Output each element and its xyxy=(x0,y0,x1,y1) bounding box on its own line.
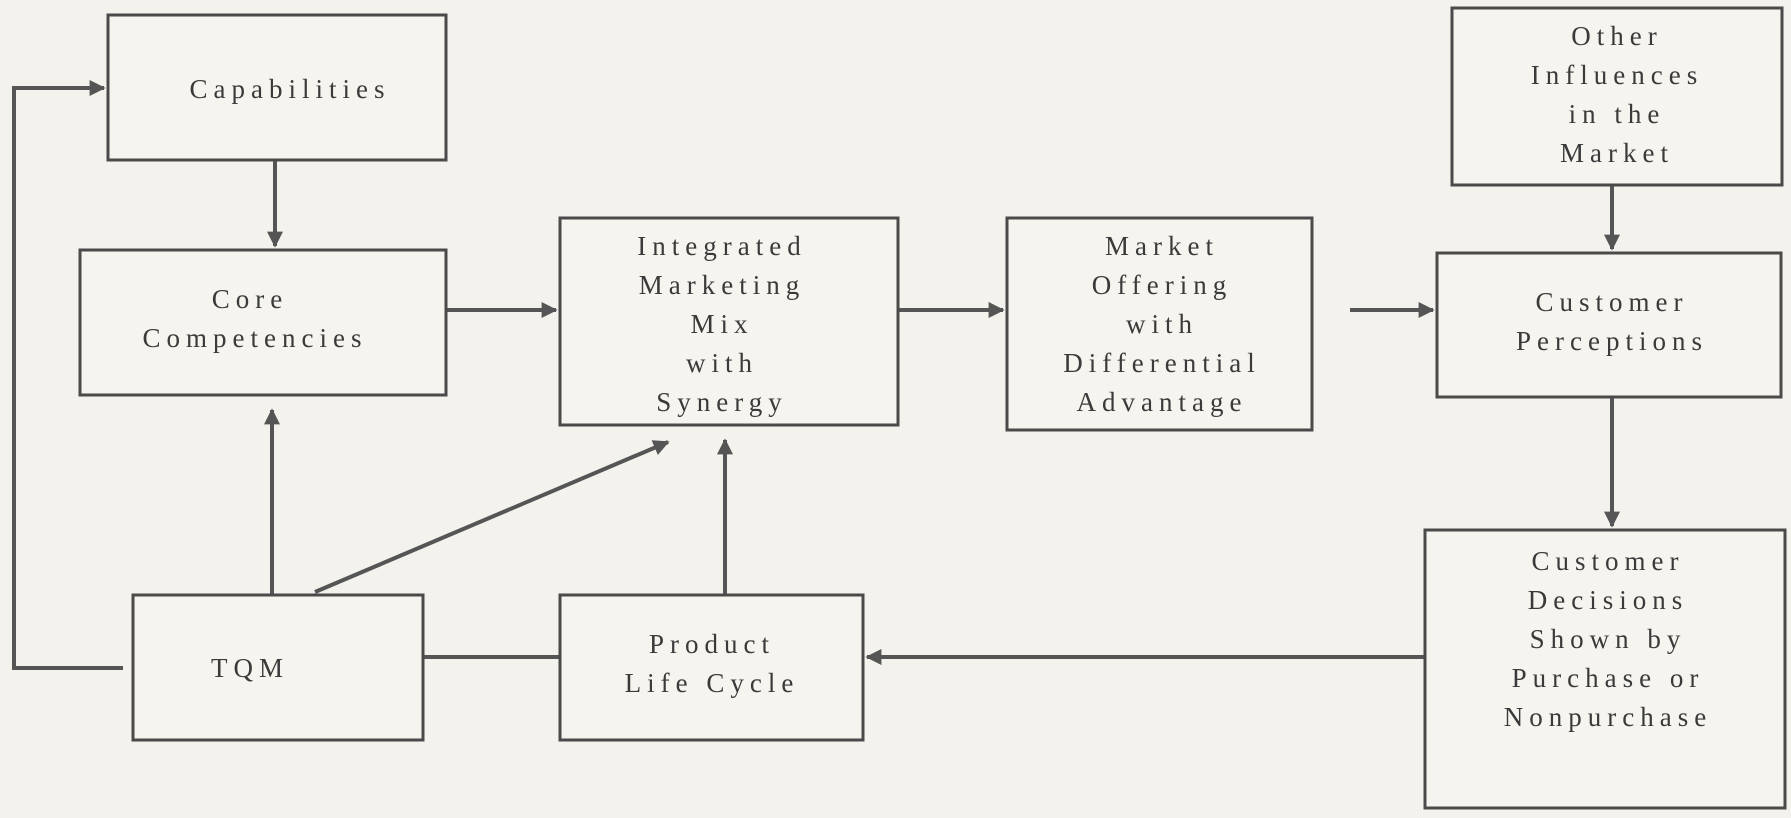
node-label: Customer xyxy=(1532,546,1685,576)
node-box xyxy=(558,593,865,742)
node-label: with xyxy=(686,348,758,378)
node-label: Market xyxy=(1560,138,1674,168)
node-product-life-cycle: Product Life Cycle xyxy=(558,593,865,742)
node-label: Influences xyxy=(1531,60,1703,90)
node-box xyxy=(78,248,448,397)
node-label: Perceptions xyxy=(1516,326,1708,356)
node-label: Capabilities xyxy=(190,74,391,104)
node-label: Mix xyxy=(690,309,753,339)
node-label: Market xyxy=(1105,231,1219,261)
node-label: Core xyxy=(212,284,288,314)
node-customer-perceptions: Customer Perceptions xyxy=(1435,251,1783,399)
node-label: Offering xyxy=(1092,270,1232,300)
node-label: Competencies xyxy=(143,323,368,353)
node-box xyxy=(1005,216,1314,432)
node-label: Competencies xyxy=(143,323,368,353)
node-label: in the xyxy=(1569,99,1666,129)
node-label: Decisions xyxy=(1528,585,1688,615)
node-label: Advantage xyxy=(1077,387,1248,417)
node-core-competencies: Core Competencies xyxy=(78,248,448,397)
node-box xyxy=(558,216,900,427)
node-label: Integrated xyxy=(637,231,806,261)
node-tqm: TQM xyxy=(131,593,425,742)
arrow-tqm-to-capabilities xyxy=(12,80,123,670)
node-box xyxy=(1423,528,1787,810)
node-integrated-marketing-mix: Integrated Marketing Mix with Synergy xyxy=(558,216,900,427)
node-label: Life Cycle xyxy=(625,668,800,698)
node-label: Product xyxy=(649,629,775,659)
node-label: Capabilities xyxy=(190,74,391,104)
arrow-tqm-to-mix xyxy=(314,440,670,594)
node-market-offering: Market Offering with Differential Advant… xyxy=(1005,216,1314,432)
node-other-influences: Other Influences in the Market xyxy=(1450,6,1784,187)
node-box xyxy=(1435,251,1783,399)
node-label: TQM xyxy=(211,653,289,683)
node-box xyxy=(106,13,448,162)
node-label: Core xyxy=(212,284,288,314)
node-label: Purchase or xyxy=(1512,663,1705,693)
node-label: Marketing xyxy=(639,270,805,300)
node-box xyxy=(1450,6,1784,187)
node-label: Other xyxy=(1571,21,1662,51)
node-label: Customer xyxy=(1536,287,1689,317)
node-capabilities: Capabilities xyxy=(106,13,448,162)
node-customer-decisions: Customer Decisions Shown by Purchase or … xyxy=(1423,528,1787,810)
node-label: Synergy xyxy=(656,387,788,417)
node-label: Differential xyxy=(1063,348,1260,378)
node-label: with xyxy=(1126,309,1198,339)
node-label: Shown by xyxy=(1530,624,1687,654)
node-box xyxy=(131,593,425,742)
node-label: Nonpurchase xyxy=(1504,702,1712,732)
connectors xyxy=(12,80,1620,670)
